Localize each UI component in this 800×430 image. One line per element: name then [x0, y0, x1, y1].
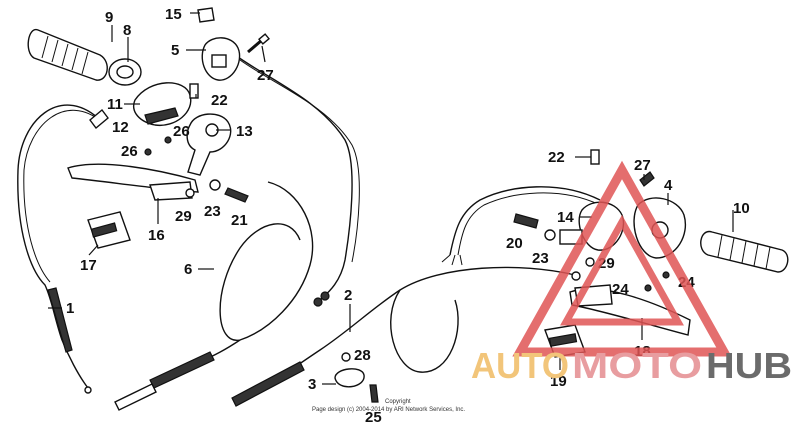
cable-2-end	[571, 271, 581, 281]
clutch-lever-16	[67, 163, 199, 201]
screw-27-left	[247, 33, 270, 54]
bolt-21	[224, 187, 249, 203]
label-part-22b: 22	[548, 149, 565, 166]
switch-housing-5	[201, 37, 241, 81]
nut-28	[341, 352, 351, 362]
watermark-triangle-inner	[560, 214, 684, 326]
leader-27a	[261, 45, 266, 63]
leader-17	[88, 244, 99, 256]
label-part-23b: 23	[532, 250, 549, 267]
copyright-line-1: Copyright	[385, 399, 411, 405]
wire-lead-3	[459, 254, 463, 266]
watermark-text-auto: AUTO	[471, 345, 569, 386]
label-part-6: 6	[184, 261, 192, 278]
cable-2-loop	[390, 289, 459, 373]
label-part-29a: 29	[175, 208, 192, 225]
cable-6-tip	[114, 383, 157, 411]
label-part-17: 17	[80, 257, 97, 274]
lever-bracket-13	[186, 113, 232, 176]
wire-lead-2	[451, 254, 456, 266]
label-part-12: 12	[112, 119, 129, 136]
label-part-3: 3	[308, 376, 316, 393]
cable-1-fitting	[47, 287, 73, 353]
screw-27-right	[639, 171, 655, 187]
label-part-27a: 27	[257, 67, 274, 84]
switch-wire-right	[239, 59, 360, 263]
bolt-25	[369, 384, 379, 403]
washer-26-b	[164, 136, 172, 144]
throttle-housing	[133, 82, 192, 126]
watermark-text-hub: HUB	[706, 345, 792, 386]
grip-left	[27, 29, 108, 81]
label-part-10: 10	[733, 200, 750, 217]
nut-29-right	[585, 257, 595, 267]
screw-24-a	[644, 284, 652, 292]
cable-6-fitting	[149, 351, 215, 389]
label-part-2: 2	[344, 287, 352, 304]
bolt-22-left	[189, 83, 199, 99]
connector-end-right	[320, 291, 330, 301]
part-12-piece	[89, 108, 109, 130]
cable-1-inner	[23, 109, 103, 283]
label-part-27b: 27	[634, 157, 651, 174]
label-part-28: 28	[354, 347, 371, 364]
switch-wire-left	[234, 54, 353, 301]
label-part-14: 14	[557, 209, 574, 226]
label-part-23a: 23	[204, 203, 221, 220]
washer-23-right	[544, 229, 556, 241]
cable-6	[219, 181, 314, 341]
bolt-22-right	[590, 149, 600, 165]
right-switch-wire	[449, 186, 601, 256]
label-part-8: 8	[123, 22, 131, 39]
label-part-4: 4	[664, 177, 673, 194]
label-part-15: 15	[165, 6, 182, 23]
clamp-3	[334, 368, 365, 388]
label-part-26a: 26	[121, 143, 138, 160]
grip-right	[700, 230, 789, 273]
watermark-logo	[512, 160, 732, 357]
cable-1	[17, 104, 99, 389]
label-part-9: 9	[105, 9, 113, 26]
label-part-24a: 24	[612, 281, 629, 298]
label-part-19: 19	[550, 373, 567, 390]
label-part-13: 13	[236, 123, 253, 140]
label-part-21: 21	[231, 212, 248, 229]
right-switch-wire-b	[457, 192, 601, 256]
label-part-11: 11	[107, 96, 123, 113]
washer-26-a	[144, 148, 152, 156]
washer-23-left	[209, 179, 221, 191]
clip-15	[197, 7, 215, 23]
copyright-line-2: Page design (c) 2004-2014 by ARI Network…	[312, 407, 465, 413]
connector-end-left	[313, 297, 323, 307]
cable-1-end	[84, 386, 92, 394]
watermark-text-moto: MOTO	[572, 345, 702, 386]
bolt-20	[513, 213, 539, 229]
label-part-22a: 22	[211, 92, 228, 109]
label-part-1: 1	[66, 300, 74, 317]
wire-lead-1	[441, 254, 451, 263]
label-part-26b: 26	[173, 123, 190, 140]
switch-17	[87, 211, 131, 249]
label-part-5: 5	[171, 42, 179, 59]
label-part-20: 20	[506, 235, 523, 252]
label-part-16: 16	[148, 227, 165, 244]
screw-24-b	[662, 271, 670, 279]
nut-29-left	[185, 188, 195, 198]
label-part-25: 25	[365, 409, 382, 426]
collar-8	[108, 58, 142, 86]
watermark-triangle-outer	[512, 160, 732, 357]
cable-2-fitting	[231, 361, 305, 407]
